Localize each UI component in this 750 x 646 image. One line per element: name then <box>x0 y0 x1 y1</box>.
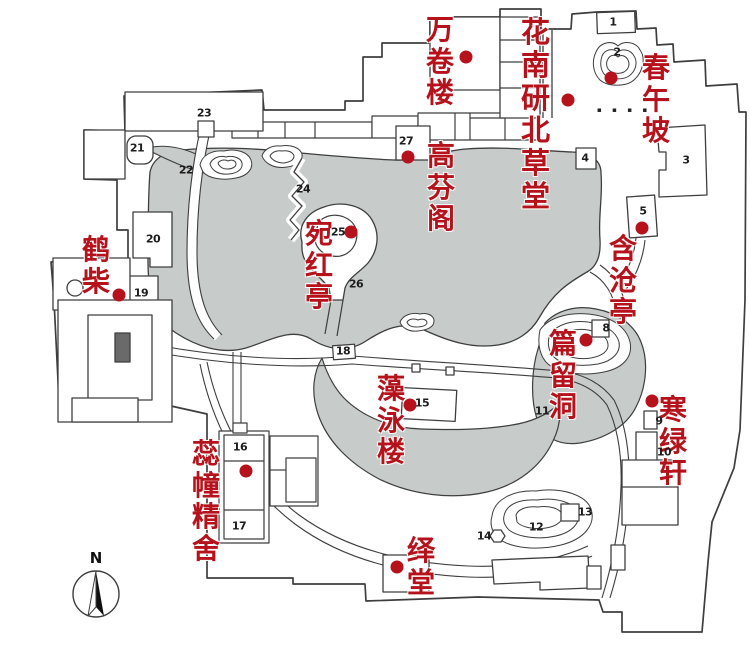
northwest-buildings <box>83 91 264 308</box>
pavilion-14 <box>489 529 506 543</box>
west-shore-path-edge-2 <box>196 109 223 336</box>
building-27 <box>395 125 431 161</box>
building-23 <box>197 120 215 138</box>
lake-island-rockery-b <box>261 145 303 168</box>
south-pond <box>313 357 561 497</box>
chunwupo-rockery <box>592 42 644 86</box>
northeast-buildings <box>575 10 708 239</box>
building-4 <box>575 147 597 170</box>
building-15 <box>400 386 458 423</box>
building-20 <box>132 211 173 268</box>
island-bridge-26 <box>324 299 344 337</box>
building-3 <box>656 124 708 198</box>
pavilion-21 <box>126 135 154 165</box>
south-buildings <box>382 363 626 593</box>
building-8 <box>591 319 610 338</box>
building-1 <box>596 10 637 35</box>
zigzag-bridge-outline <box>289 157 305 241</box>
east-buildings <box>591 319 679 526</box>
lake-rockery-south <box>399 312 435 332</box>
wanhong-island <box>300 203 378 337</box>
building-9 <box>643 410 658 430</box>
ruichuang-complex <box>218 422 319 544</box>
building-5 <box>625 194 659 239</box>
bridge-18 <box>331 343 357 361</box>
west-shore-path-edge-1 <box>186 109 215 340</box>
compass <box>72 570 120 618</box>
building-13 <box>560 503 580 522</box>
lake-island-rockery-a <box>199 149 253 180</box>
wanhong-pavilion-outline <box>314 214 358 257</box>
hechai-complex <box>52 257 173 423</box>
west-shore-path <box>187 108 222 341</box>
yitang-building <box>382 554 430 593</box>
